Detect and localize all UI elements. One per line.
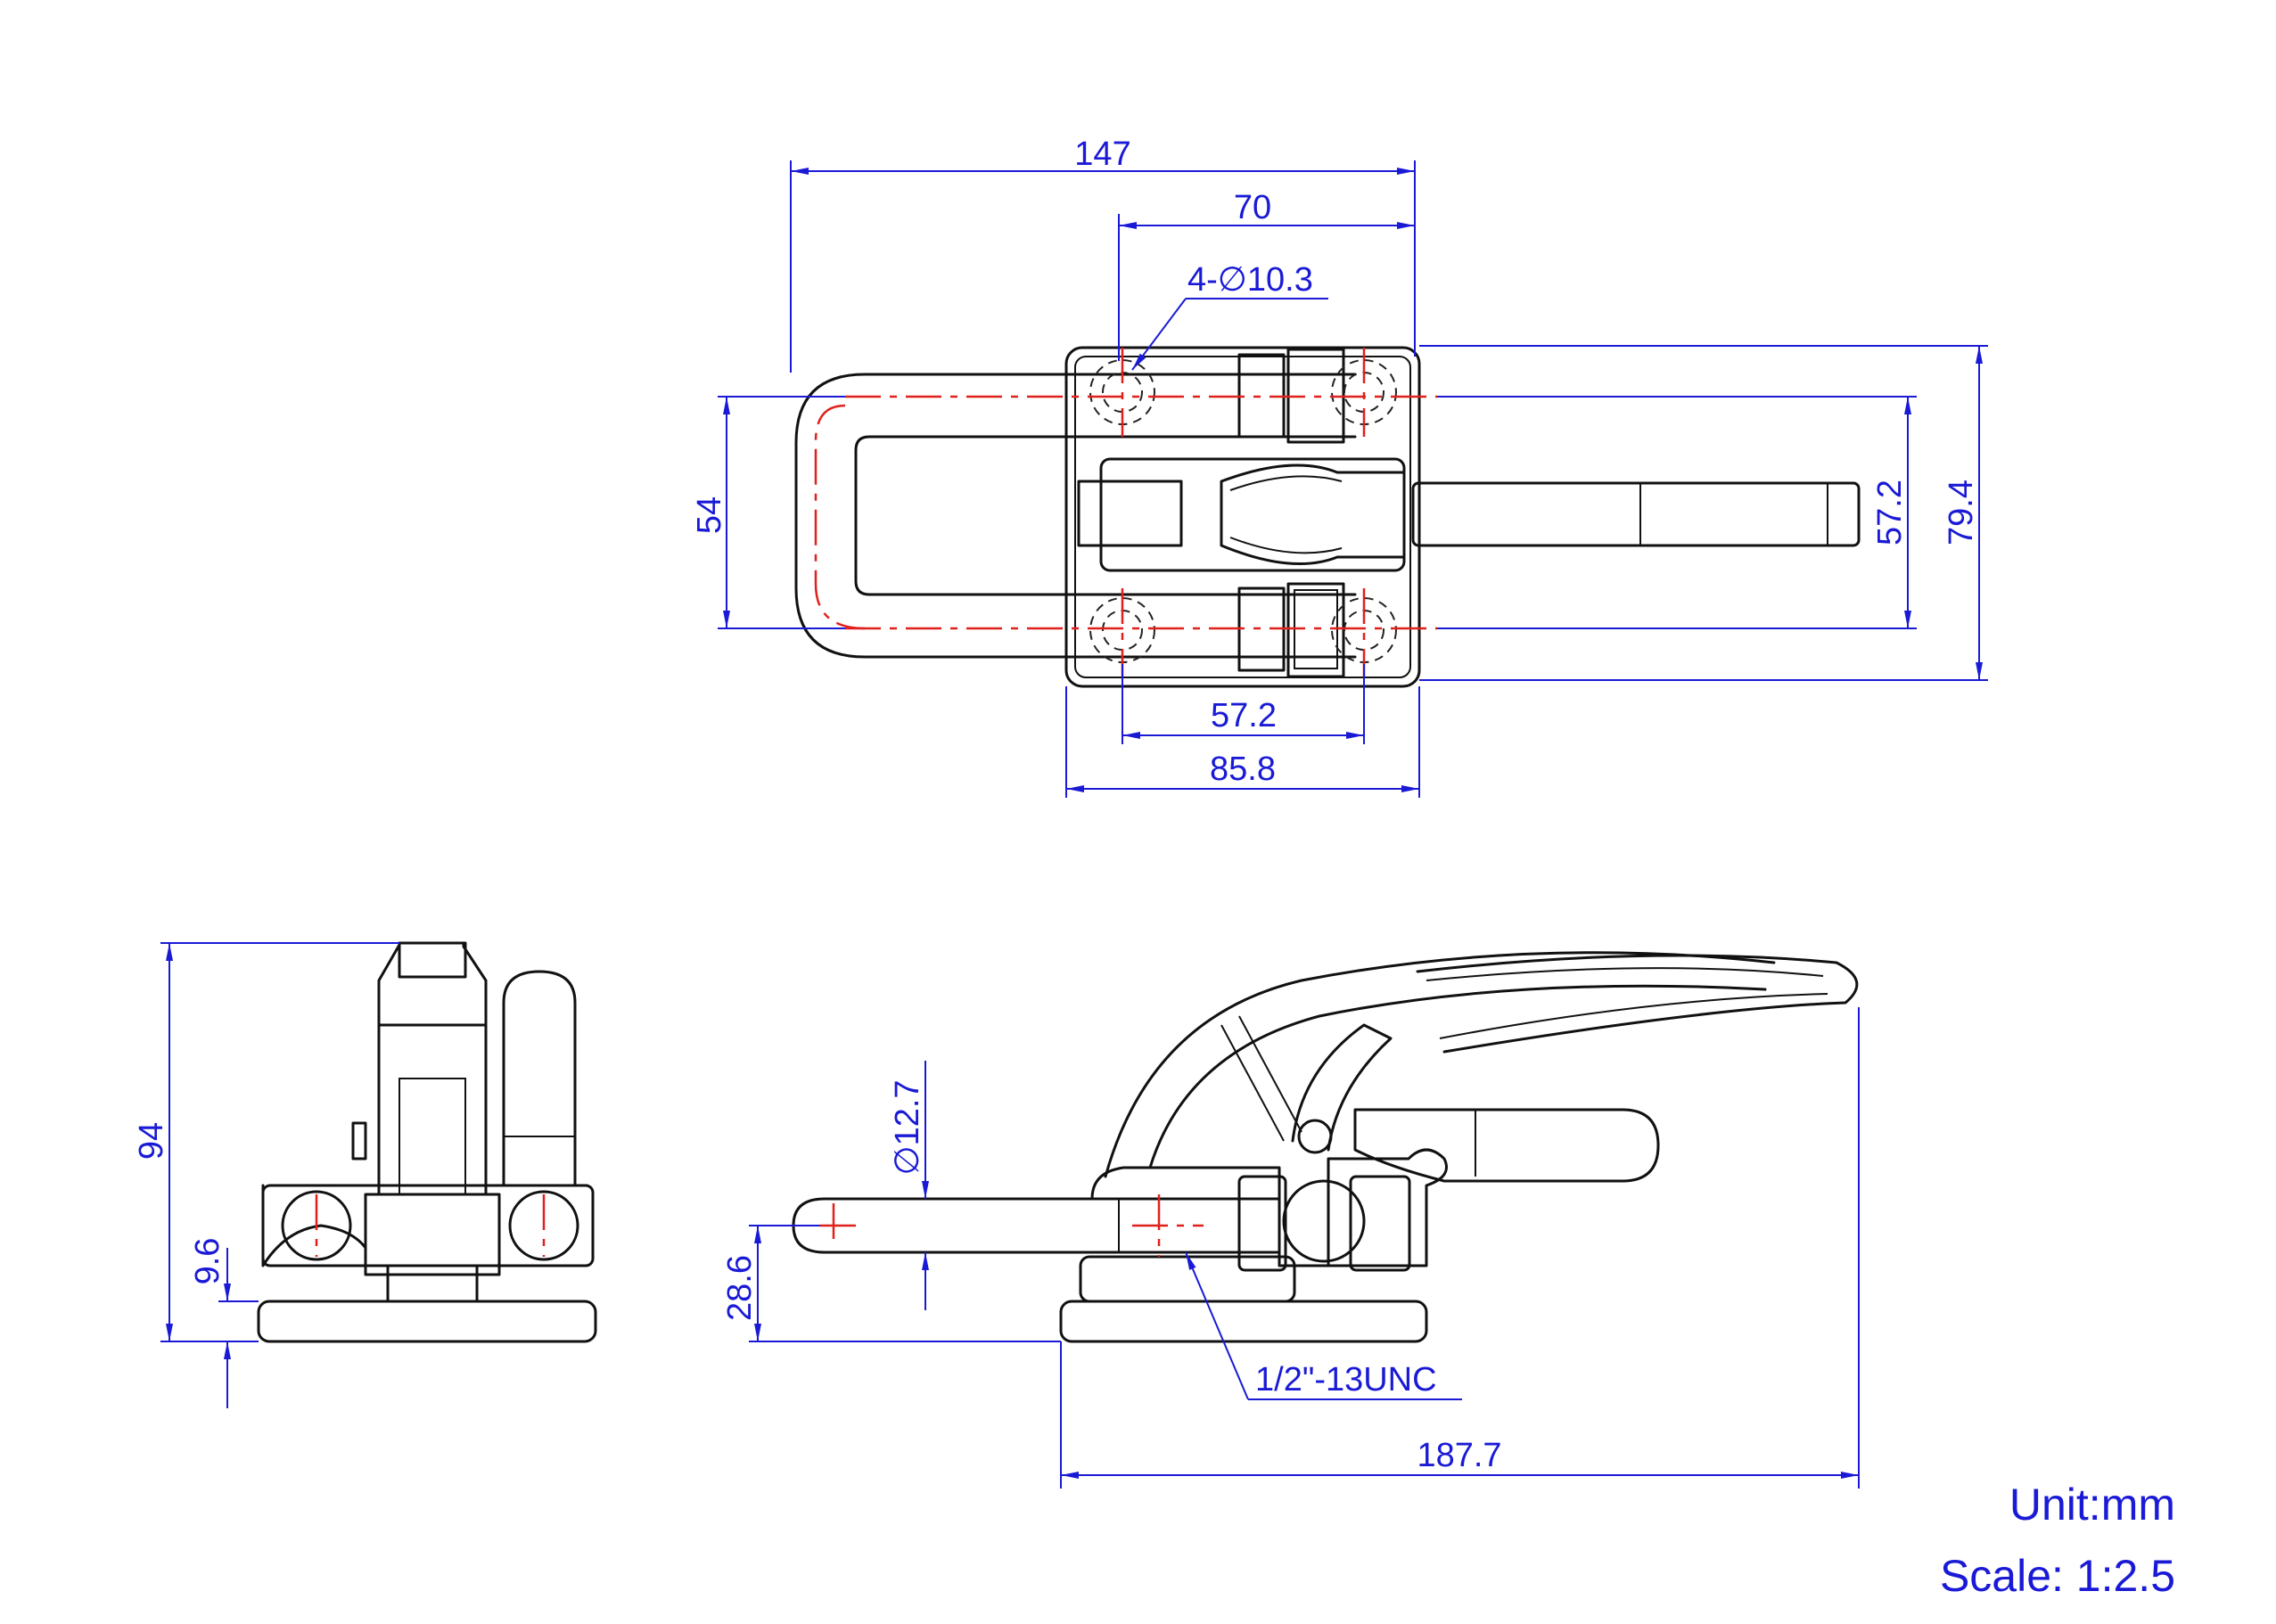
- side-base-plate: [1059, 1300, 1428, 1343]
- scale-note: Scale: 1:2.5: [1940, 1551, 2175, 1601]
- dim-base-thickness: 9.6: [189, 1238, 226, 1285]
- u-bar: [794, 373, 1357, 659]
- dim-thread-callout: 1/2"-13UNC: [1255, 1361, 1437, 1398]
- top-view: 147 70 4-∅10.3 54 57.2 79.4 57.2 85.8: [691, 135, 1988, 798]
- dim-overall-height: 79.4: [1943, 480, 1980, 545]
- side-rod: [792, 1197, 1281, 1254]
- dim-hole-span: 70: [1234, 189, 1271, 226]
- end-base-plate: [257, 1300, 597, 1343]
- handle-top: [1411, 481, 1861, 547]
- side-body: [1090, 1148, 1448, 1267]
- side-view: ∅12.7 28.6 1/2"-13UNC 187.7: [721, 951, 1860, 1489]
- end-column: [377, 1023, 488, 1196]
- unit-note: Unit:mm: [2009, 1480, 2175, 1530]
- end-view: 94 9.6: [133, 941, 597, 1408]
- dim-rod-diameter: ∅12.7: [889, 1079, 926, 1175]
- dim-u-bar-height: 54: [691, 496, 728, 534]
- dim-rod-height: 28.6: [721, 1255, 759, 1321]
- side-pivot-ball: [1282, 1179, 1366, 1263]
- base-plate-outline: [1064, 346, 1421, 688]
- dim-base-hole-span: 57.2: [1211, 697, 1277, 734]
- dim-center-height: 57.2: [1871, 480, 1909, 545]
- side-arm-outer: [1104, 951, 1776, 1178]
- side-handle-knob: [1353, 1108, 1660, 1183]
- nut-lower-right: [1286, 582, 1345, 678]
- dim-hole-callout: 4-∅10.3: [1187, 261, 1313, 299]
- side-nut-left: [1237, 1175, 1287, 1272]
- end-top-cap: [377, 941, 488, 1027]
- dim-overall-width: 147: [1074, 135, 1130, 173]
- dim-end-overall-height: 94: [133, 1122, 170, 1160]
- side-nut-right: [1349, 1175, 1411, 1272]
- dim-overall-length: 187.7: [1417, 1437, 1501, 1474]
- side-handle-lever: [1416, 954, 1859, 1054]
- end-body: [364, 1193, 501, 1276]
- latch-body: [1099, 457, 1406, 572]
- end-handle-knob: [502, 970, 577, 1187]
- dim-base-width: 85.8: [1210, 750, 1276, 788]
